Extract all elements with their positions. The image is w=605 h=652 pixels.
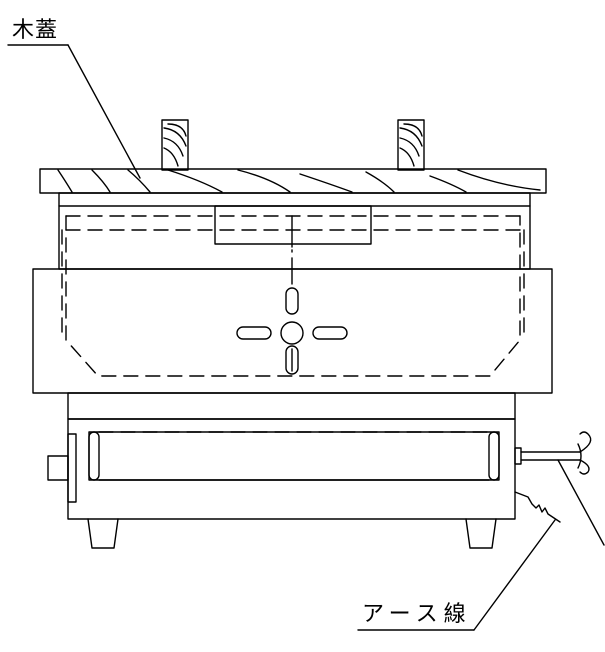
power-cord [515, 432, 591, 474]
label-wooden-lid: 木蓋 [12, 18, 59, 43]
inner-pot-hidden-lines [62, 216, 524, 376]
lower-base [68, 393, 515, 519]
lid-handle-left [162, 120, 188, 170]
drain-symbol [237, 258, 347, 374]
upper-body [59, 193, 530, 269]
feet [88, 519, 496, 548]
label-earth-wire: アース線 [362, 602, 472, 627]
wooden-lid [40, 169, 546, 193]
lid-handle-right [398, 120, 424, 170]
leader-lines [8, 45, 604, 630]
earth-wire [515, 492, 560, 522]
control-knob [48, 434, 76, 502]
